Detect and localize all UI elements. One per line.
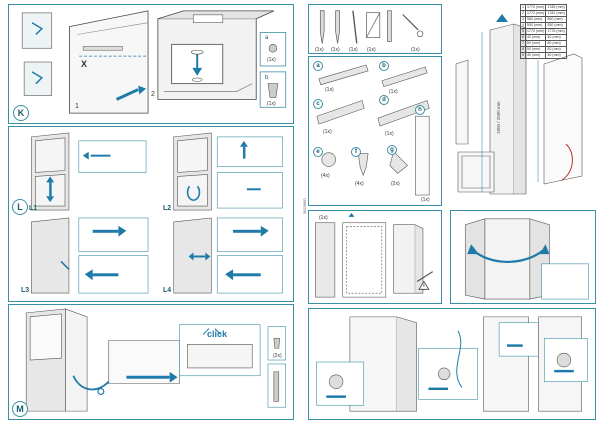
spec-table-cell: 1770 (mm) [524,4,547,11]
inset-label-a: a [265,35,269,41]
part-label-h: h [415,105,425,115]
inset-label-b: b [265,75,269,81]
tools-panel: (1x) (1x) (1x) (1x) (1x) [308,4,442,54]
mark-x: X [81,59,88,69]
parts-panel: a b c d e f g h (1x) (1x) (1x) (1x) (1x)… [308,56,442,206]
tool-code-5: (1x) [411,47,420,53]
parts-illustration [316,64,430,196]
panel-k: K 1 2 X a b (1x) (1x) [8,4,294,124]
step-label-m: M [12,401,28,417]
part-code-d: (1x) [385,131,394,137]
sub-label-l2: L2 [163,205,172,212]
sub-label-l3: L3 [21,287,30,294]
part-label-c: c [313,99,323,109]
part-label-b: b [379,61,389,71]
spec-table-cell: 40 (mm) [545,52,567,59]
part-code-h: (2x) [391,181,400,187]
spec-table-cell: 1781 (mm) [545,10,567,17]
panel-m-illustration [25,308,286,412]
sub-label-l1: L1 [29,205,38,212]
panel-a-code: (1x) [319,215,328,221]
step-number-2: 2 [151,91,155,98]
part-code-a: (1x) [325,87,334,93]
part-code-m: (2x) [273,353,282,359]
click-indicator: click [207,329,228,339]
handle-install-panel [308,308,596,420]
tool-code-1: (1x) [315,47,324,53]
tool-code-2: (1x) [331,47,340,53]
part-code-f: (4x) [321,173,330,179]
part-code-1: (1x) [267,57,276,63]
dimensions-illustration [455,14,583,195]
tools-illustration [319,10,424,44]
spec-table-cell: 1775 (mm) [545,28,567,35]
spec-table-cell: 40 (mm) [524,52,547,59]
step-label-k: K [13,105,29,121]
panel-k-illustration [21,10,287,114]
step-label-l: L [12,199,28,215]
spec-table-cell: 1772 (mm) [524,10,547,17]
panel-l: L L1 L2 L3 L4 [8,126,294,302]
part-label-d: d [379,95,389,105]
part-code-b: (1x) [389,89,398,95]
sub-label-l4: L4 [163,287,172,294]
part-label-e: e [313,147,323,157]
tool-code-4: (1x) [367,47,376,53]
part-label-g: g [387,145,397,155]
niche-panel: (1x) [308,210,442,304]
part-code-2: (1x) [267,101,276,107]
spec-table-cell: 1770 (mm) [524,28,547,35]
step-number-1: 1 [75,103,79,110]
tool-code-3: (1x) [349,47,358,53]
part-code-c: (1x) [323,129,332,135]
dimension-label: 1800 / 2000 mm [496,101,501,134]
door-swing-panel [450,210,596,304]
handle-install-illustration [316,316,588,412]
side-code: 3923960 [302,198,307,214]
panel-m: M click (2x) [8,304,294,420]
door-swing-illustration [464,218,589,300]
part-code-e: (1x) [421,197,430,203]
spec-table-cell: 1785 (mm) [545,4,567,11]
part-code-g: (4x) [355,181,364,187]
part-label-f: f [351,147,361,157]
niche-illustration [315,212,434,298]
part-label-a: a [313,61,323,71]
panel-l-illustration [31,132,283,294]
